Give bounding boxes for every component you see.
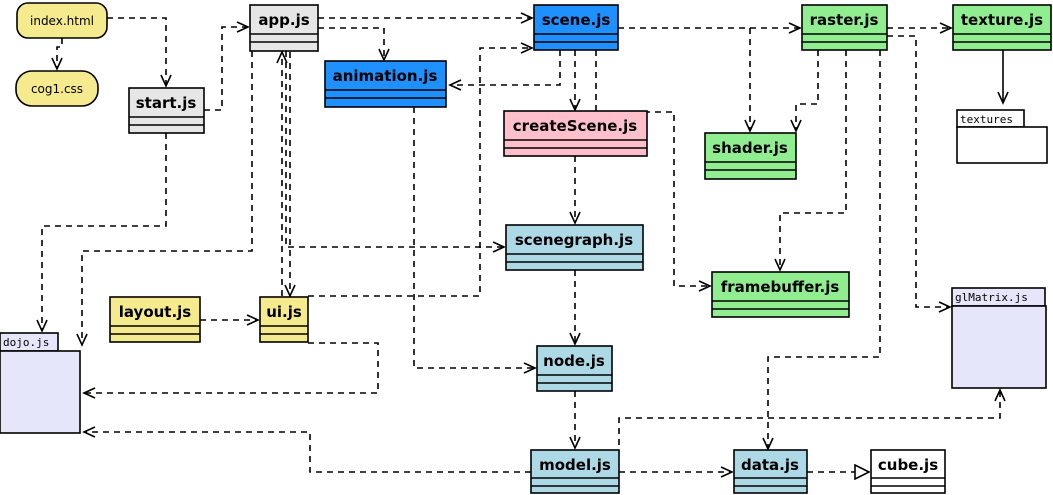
package-label-dojo: dojo.js <box>3 336 49 349</box>
class-label-shader: shader.js <box>712 139 788 157</box>
edge-raster-framebuffer <box>774 50 847 272</box>
class-label-framebuffer: framebuffer.js <box>721 278 840 296</box>
package-node-dojo-body <box>0 350 81 434</box>
edges <box>36 12 1009 473</box>
edge-start-dojo <box>36 133 167 333</box>
class-node-app-shape <box>249 4 319 52</box>
class-label-model: model.js <box>539 456 611 474</box>
class-node-scenegraph: scenegraph.js <box>505 224 644 271</box>
edge-ui-scene <box>308 42 534 297</box>
class-node-framebuffer: framebuffer.js <box>711 271 850 318</box>
class-node-shader: shader.js <box>704 132 797 180</box>
edge-animation-node <box>413 107 537 374</box>
package-node-glmatrix: glMatrix.js <box>951 287 1047 389</box>
class-label-layout: layout.js <box>119 303 192 321</box>
edge-start-app <box>204 21 250 111</box>
package-node-glmatrix-body <box>951 305 1047 389</box>
edge-raster-glmatrix <box>887 35 952 313</box>
edge-scene-animation <box>448 50 561 91</box>
class-node-animation-shape <box>324 60 447 108</box>
package-label-glmatrix: glMatrix.js <box>955 291 1028 304</box>
edge-ui-dojo <box>82 342 379 399</box>
class-node-cube: cube.js <box>870 449 946 494</box>
class-label-start: start.js <box>136 94 197 112</box>
edge-model-glmatrix <box>618 388 1006 445</box>
package-label-textures: textures <box>960 113 1013 126</box>
file-node-css-shape <box>15 70 99 107</box>
edge-index-start <box>107 17 172 88</box>
class-label-scene: scene.js <box>542 11 611 29</box>
class-label-scenegraph: scenegraph.js <box>515 231 633 249</box>
class-node-raster: raster.js <box>801 4 888 51</box>
class-label-ui: ui.js <box>266 303 302 321</box>
file-label-css: cog1.css <box>31 82 83 96</box>
class-label-node: node.js <box>543 352 605 370</box>
edge-app-animation <box>318 27 390 62</box>
class-node-scene: scene.js <box>533 4 619 51</box>
edge-app-scenegraph <box>285 51 506 253</box>
class-node-app: app.js <box>249 4 319 52</box>
file-node-index: index.html <box>16 2 108 39</box>
file-node-index-shape <box>16 2 108 39</box>
class-node-texture: texture.js <box>952 4 1052 51</box>
package-node-textures: textures <box>956 109 1048 164</box>
class-label-animation: animation.js <box>333 67 438 85</box>
edge-model-dojo <box>82 426 531 473</box>
package-node-dojo: dojo.js <box>0 332 81 434</box>
class-node-createscene: createScene.js <box>503 110 648 157</box>
class-label-raster: raster.js <box>810 11 879 29</box>
class-label-texture: texture.js <box>961 11 1043 29</box>
class-label-cube: cube.js <box>878 456 938 474</box>
class-node-model: model.js <box>530 449 620 494</box>
edge-app-dojo <box>76 51 253 347</box>
class-node-animation: animation.js <box>324 60 447 108</box>
class-node-ui: ui.js <box>259 296 309 343</box>
class-label-app: app.js <box>258 11 309 29</box>
class-node-shader-shape <box>704 132 797 180</box>
edge-index-css <box>51 38 63 71</box>
edge-raster-shader-2 <box>790 50 819 133</box>
file-node-css: cog1.css <box>15 70 99 107</box>
edge-raster-data <box>762 50 881 451</box>
class-node-start: start.js <box>128 87 205 134</box>
class-label-createscene: createScene.js <box>513 117 637 135</box>
class-node-node: node.js <box>536 345 613 392</box>
class-node-data: data.js <box>733 449 808 494</box>
class-node-layout: layout.js <box>109 296 201 343</box>
file-label-index: index.html <box>30 14 94 28</box>
package-node-textures-body <box>956 126 1048 164</box>
class-label-data: data.js <box>741 456 799 474</box>
